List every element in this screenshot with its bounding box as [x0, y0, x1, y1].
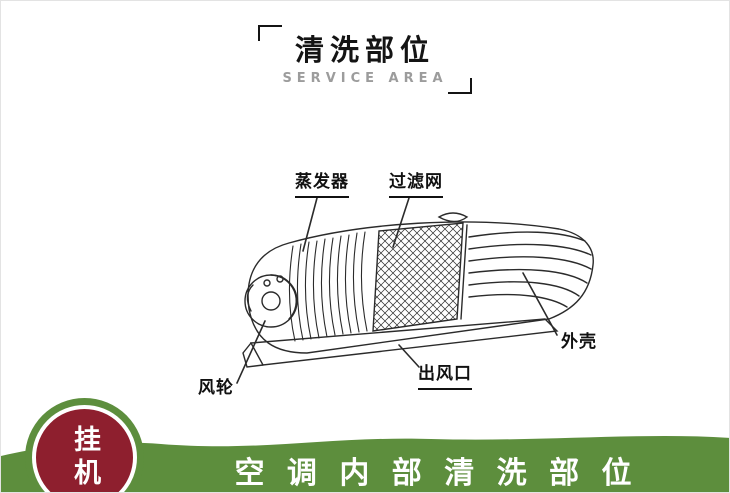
unit-type-badge-disc: 挂机 [32, 405, 137, 492]
leader-lines [236, 197, 558, 384]
corner-bracket-top-left-icon [258, 25, 283, 41]
unit-type-badge: 挂机 [25, 398, 144, 492]
evaporator-fins [288, 231, 368, 342]
label-filter: 过滤网 [389, 173, 443, 198]
label-outer-shell: 外壳 [561, 332, 597, 352]
banner-title: 空 调 内 部 清 洗 部 位 [234, 456, 638, 491]
label-fan-wheel: 风轮 [198, 378, 234, 398]
page-subtitle: SERVICE AREA [282, 70, 448, 86]
banner-wave [1, 436, 729, 492]
air-outlet-slab [242, 318, 559, 368]
bottom-banner-shape [1, 436, 729, 492]
label-evaporator: 蒸发器 [295, 173, 349, 198]
label-air-outlet: 出风口 [418, 365, 472, 390]
header: 清洗部位 SERVICE AREA [1, 25, 729, 94]
filter-mesh [372, 212, 469, 332]
ac-body-outline [236, 197, 594, 384]
page-title: 清洗部位 [294, 33, 435, 67]
corner-bracket-bottom-right-icon [447, 77, 472, 94]
unit-type-badge-text: 挂机 [69, 424, 100, 491]
title-block: 清洗部位 SERVICE AREA [258, 25, 472, 94]
outer-shell-lines [460, 224, 592, 320]
fan-wheel-drawing [244, 274, 298, 328]
